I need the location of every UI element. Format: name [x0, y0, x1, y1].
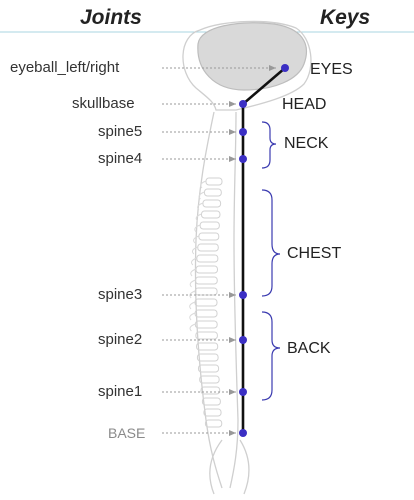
bracket-neck	[262, 122, 276, 168]
vertebra	[205, 420, 221, 427]
spine-outline-right	[230, 112, 238, 488]
vertebra	[199, 233, 219, 240]
key-label-neck: NECK	[284, 135, 328, 153]
vertebra	[198, 244, 218, 251]
vertebra	[196, 332, 218, 339]
joint-label-spine5: spine5	[98, 123, 142, 140]
rib	[190, 302, 195, 309]
joint-label-spine1: spine1	[98, 383, 142, 400]
joint-dot-base	[239, 429, 247, 437]
vertebra	[195, 288, 217, 295]
joints-header: Joints	[80, 6, 142, 30]
vertebra	[195, 321, 217, 328]
vertebra	[203, 200, 221, 207]
key-brackets	[262, 122, 280, 400]
vertebra	[204, 409, 221, 416]
spine-outline-left	[195, 112, 222, 488]
joint-label-spine4: spine4	[98, 150, 142, 167]
key-label-head: HEAD	[282, 96, 326, 114]
vertebra	[200, 222, 219, 229]
key-label-back: BACK	[287, 340, 331, 358]
bracket-chest	[262, 190, 280, 296]
vertebra	[200, 376, 219, 383]
vertebra	[196, 266, 217, 273]
joint-dot-eyeball	[281, 64, 289, 72]
bracket-back	[262, 312, 280, 400]
joint-dots	[239, 64, 289, 437]
vertebra	[201, 387, 220, 394]
vertebra	[197, 354, 218, 361]
rib	[190, 280, 195, 287]
joint-label-base: BASE	[108, 425, 145, 441]
vertebra	[204, 189, 221, 196]
vertebra	[196, 277, 218, 284]
vertebra	[202, 211, 220, 218]
joint-dot-spine4	[239, 155, 247, 163]
vertebrae-group	[190, 178, 222, 427]
rib	[190, 324, 195, 331]
rib	[190, 313, 195, 320]
vertebra	[197, 343, 218, 350]
vertebra	[195, 310, 217, 317]
keys-header: Keys	[320, 6, 370, 30]
key-label-eyes: EYES	[310, 61, 353, 79]
joint-dot-spine1	[239, 388, 247, 396]
joint-dot-spine5	[239, 128, 247, 136]
vertebra	[206, 178, 222, 185]
joint-dot-spine3	[239, 291, 247, 299]
joint-label-spine3: spine3	[98, 286, 142, 303]
joint-label-spine2: spine2	[98, 331, 142, 348]
skull-cranium	[198, 23, 307, 90]
key-label-chest: CHEST	[287, 245, 341, 263]
joint-label-skullbase: skullbase	[72, 95, 135, 112]
vertebra	[202, 398, 220, 405]
vertebra	[198, 365, 218, 372]
rib	[195, 225, 200, 232]
joint-dot-spine2	[239, 336, 247, 344]
vertebra	[197, 255, 218, 262]
vertebra	[195, 299, 217, 306]
joint-label-eyeball: eyeball_left/right	[10, 59, 119, 76]
joint-dot-skullbase	[239, 100, 247, 108]
